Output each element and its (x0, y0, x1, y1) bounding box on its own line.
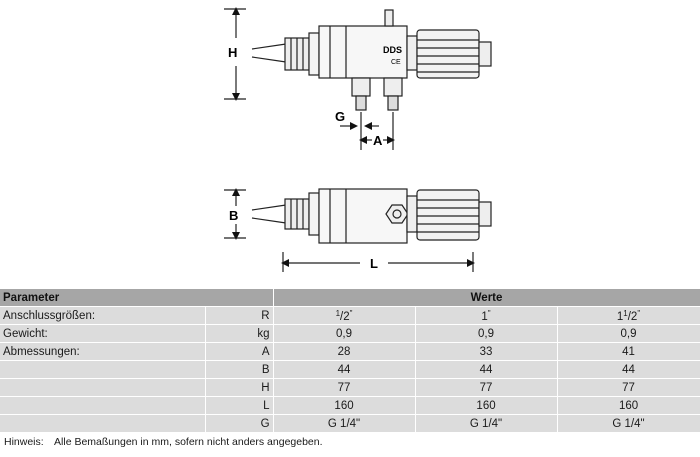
value-sup: 1 (623, 308, 628, 318)
body-marking: DDS (383, 45, 402, 55)
ce-mark: CE (391, 59, 401, 66)
specification-table: Parameter Werte Anschlussgrößen: R 1/2" … (0, 289, 700, 433)
value-cell: 44 (415, 360, 558, 379)
value-slash: / (340, 310, 344, 323)
footnote: Hinweis: Alle Bemaßungen in mm, sofern n… (4, 436, 323, 448)
value-cell: 44 (273, 360, 416, 379)
header-values: Werte (273, 289, 700, 307)
value-cell: 160 (415, 396, 558, 415)
value-cell: 41 (557, 342, 700, 361)
footnote-text: Alle Bemaßungen in mm, sofern nicht ande… (54, 436, 323, 448)
header-parameter: Parameter (0, 289, 274, 307)
param-unit: H (205, 378, 274, 397)
table-row: H 77 77 77 (0, 378, 700, 397)
param-name: Anschlussgrößen: (0, 306, 206, 325)
dim-label-a: A (373, 133, 383, 148)
param-name (0, 360, 206, 379)
table-row: L 160 160 160 (0, 396, 700, 415)
value-cell: 1/2" (273, 306, 416, 325)
table-row: Anschlussgrößen: R 1/2" 1" 11/2" (0, 306, 700, 325)
side-view (224, 7, 492, 150)
value-cell: 44 (557, 360, 700, 379)
param-unit: G (205, 414, 274, 433)
value-cell: 77 (273, 378, 416, 397)
value-cell: G 1/4" (273, 414, 416, 433)
table-row: G G 1/4" G 1/4" G 1/4" (0, 414, 700, 433)
technical-drawing: H DDS CE G A B L (224, 7, 492, 272)
param-name: Gewicht: (0, 324, 206, 343)
value-sub: /2 (627, 310, 638, 323)
param-unit: A (205, 342, 274, 361)
table-row: B 44 44 44 (0, 360, 700, 379)
value-cell: 33 (415, 342, 558, 361)
value-cell: 28 (273, 342, 416, 361)
value-cell: 0,9 (273, 324, 416, 343)
value-sup: 1 (335, 308, 341, 318)
value-suffix: " (637, 308, 641, 318)
value-cell: 77 (557, 378, 700, 397)
value-suffix: " (349, 308, 353, 318)
param-unit: L (205, 396, 274, 415)
dim-label-h: H (228, 45, 237, 60)
param-name (0, 414, 206, 433)
param-unit: kg (205, 324, 274, 343)
param-unit: B (205, 360, 274, 379)
value-cell: 77 (415, 378, 558, 397)
value-cell: 0,9 (415, 324, 558, 343)
value-suffix: " (487, 308, 491, 318)
dim-label-b: B (229, 208, 238, 223)
table-row: Abmessungen: A 28 33 41 (0, 342, 700, 361)
dim-label-l: L (370, 256, 378, 271)
value-cell: 160 (557, 396, 700, 415)
param-unit: R (205, 306, 274, 325)
value-cell: 160 (273, 396, 416, 415)
table-row: Gewicht: kg 0,9 0,9 0,9 (0, 324, 700, 343)
param-name (0, 396, 206, 415)
top-view (224, 188, 492, 272)
table-header-row: Parameter Werte (0, 289, 700, 307)
value-sub: 2 (343, 310, 350, 323)
param-name (0, 378, 206, 397)
param-name: Abmessungen: (0, 342, 206, 361)
value-cell: 1" (415, 306, 558, 325)
dim-label-g: G (335, 109, 345, 124)
value-cell: 11/2" (557, 306, 700, 325)
value-cell: 0,9 (557, 324, 700, 343)
value-main: 1 (616, 310, 624, 323)
value-cell: G 1/4" (415, 414, 558, 433)
footnote-label: Hinweis: (4, 436, 44, 448)
value-main: 1 (481, 310, 488, 323)
value-cell: G 1/4" (557, 414, 700, 433)
